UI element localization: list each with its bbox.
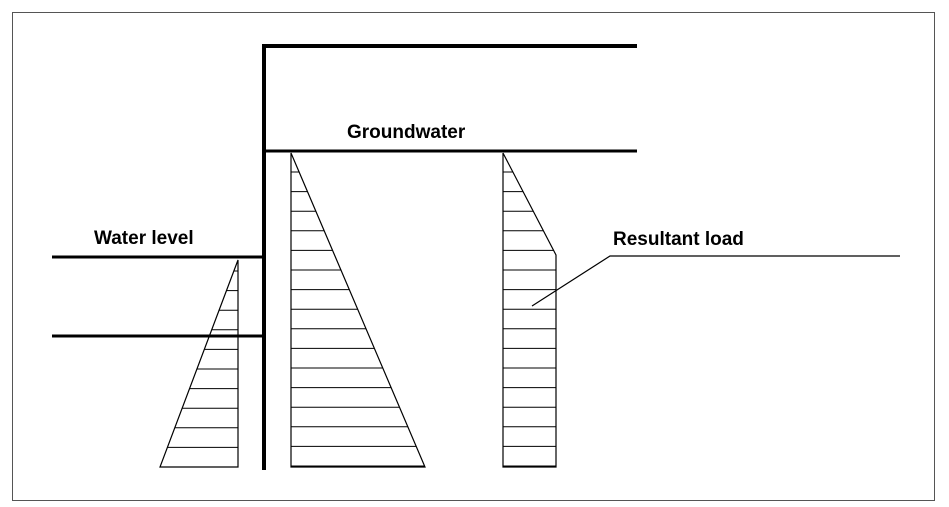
resultant-load-leader (531, 255, 900, 307)
resultant-load-label: Resultant load (613, 229, 744, 250)
water-level-label: Water level (94, 228, 194, 249)
resultant-load-diagram (502, 152, 557, 468)
groundwater-label: Groundwater (347, 122, 466, 143)
diagram-frame (12, 12, 935, 501)
left-water-pressure-diagram (159, 259, 239, 468)
groundwater-pressure-diagram (290, 152, 426, 468)
